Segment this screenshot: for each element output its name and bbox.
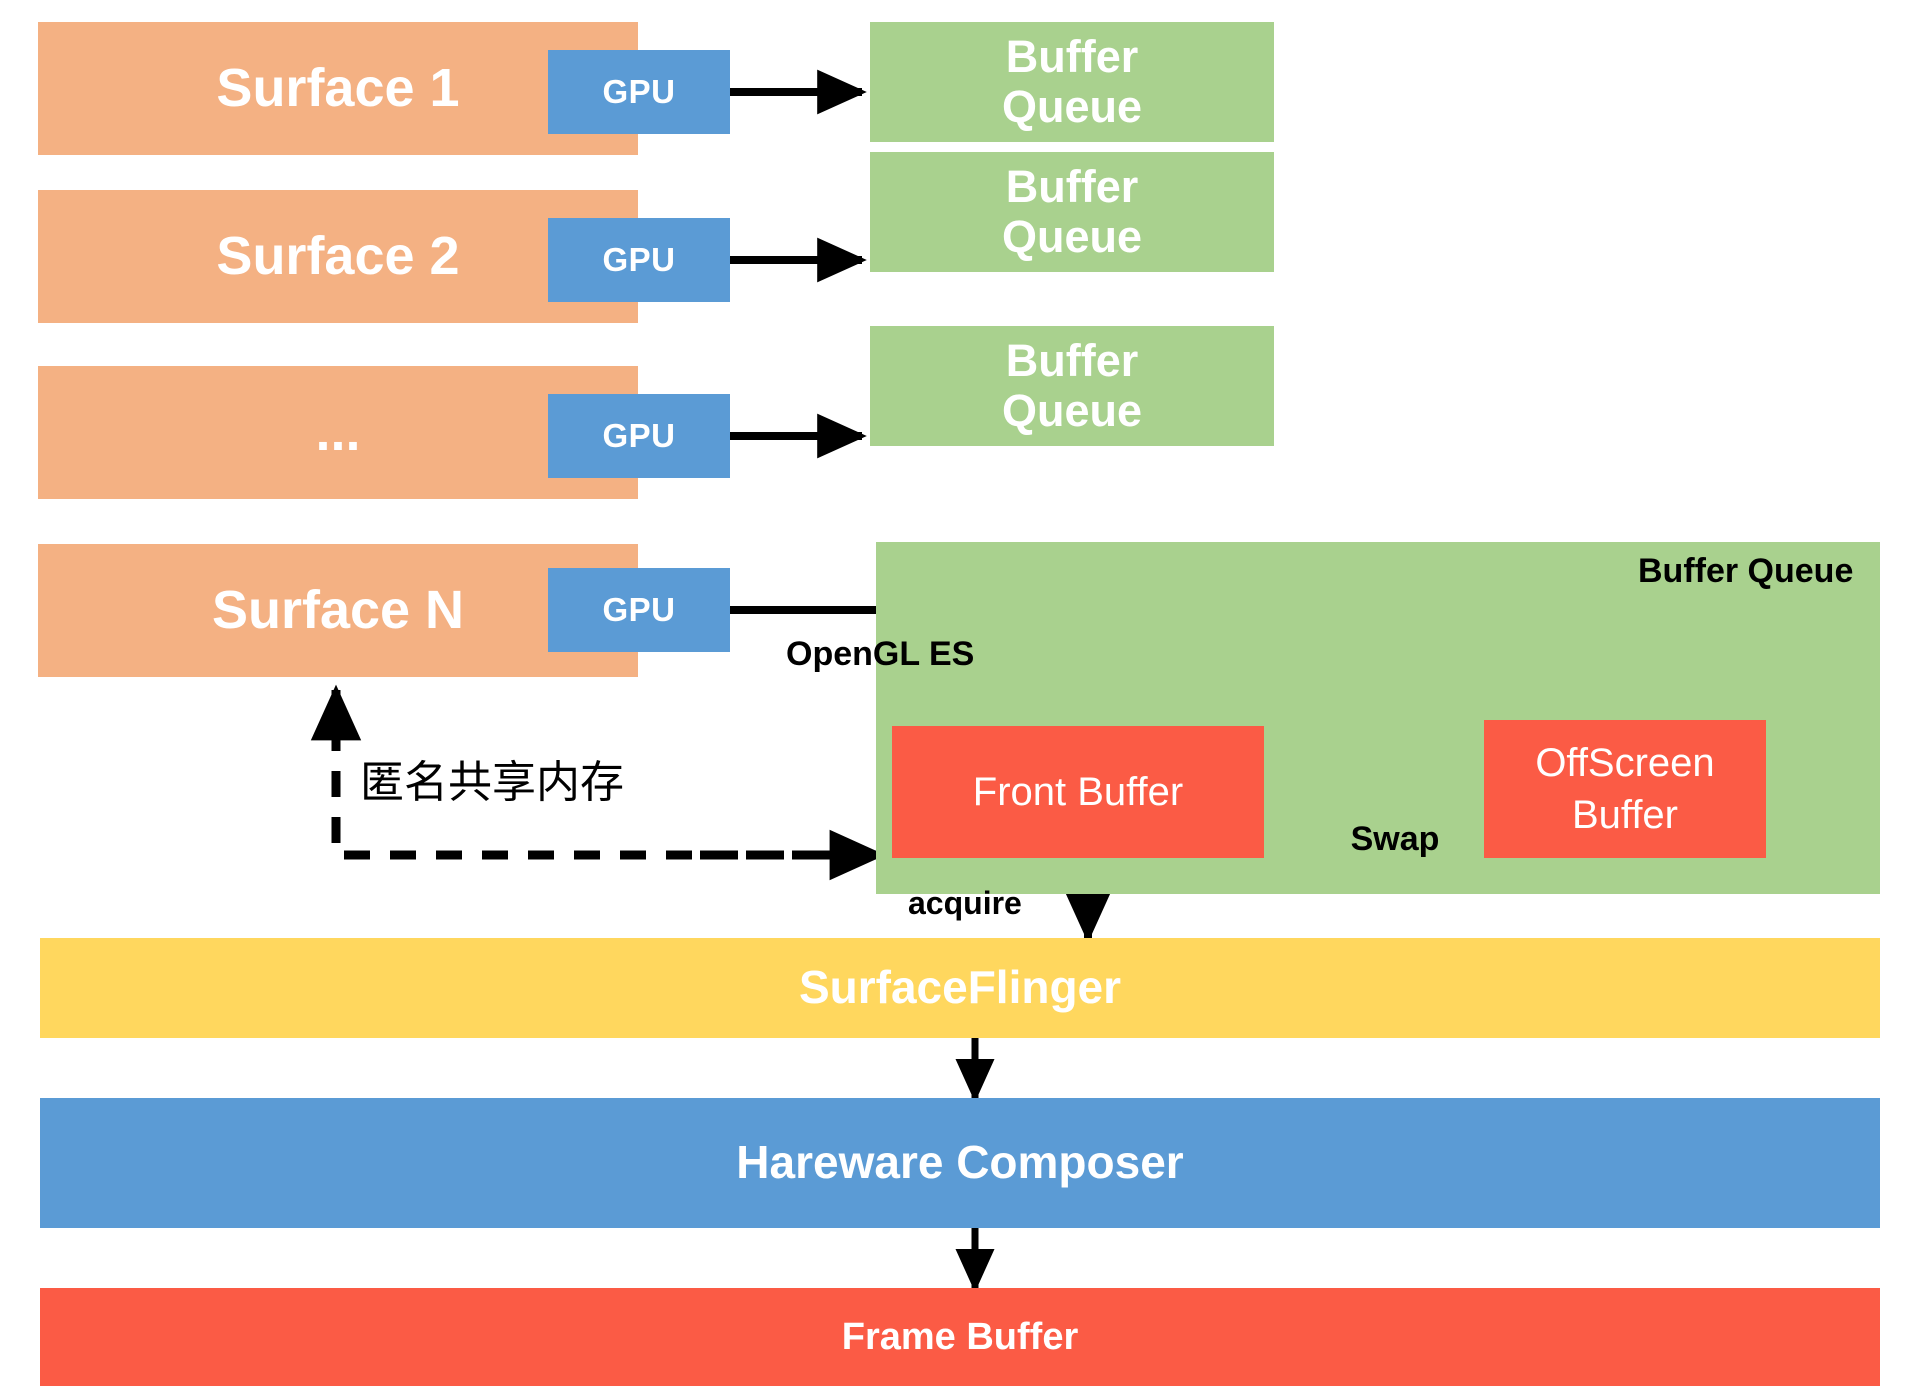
front-buffer-box[interactable]: Front Buffer [892,726,1264,858]
surface-label-n: Surface N [211,580,465,641]
buffer-queue-box-1[interactable]: Buffer Queue [870,22,1274,142]
hareware-composer-band[interactable]: Hareware Composer [40,1098,1880,1228]
front-buffer-label: Front Buffer [972,770,1184,814]
acquire-label: acquire [908,885,1022,921]
gpu-box-n[interactable]: GPU [548,568,730,652]
buffer-queue-panel-title: Buffer Queue [1638,552,1854,590]
surface-box-2[interactable]: Surface 2 [38,190,638,323]
gpu-box-3[interactable]: GPU [548,394,730,478]
offscreen-buffer-line2: Buffer [1572,793,1678,837]
buffer-queue-line1-3: Buffer [1005,334,1139,386]
opengl-es-label: OpenGL ES [786,635,975,673]
gpu-label-3: GPU [602,416,676,454]
buffer-queue-line1-2: Buffer [1005,160,1139,212]
gpu-label-2: GPU [602,240,676,278]
surface-box-3[interactable]: ... [38,366,638,499]
buffer-queue-box-2[interactable]: Buffer Queue [870,152,1274,272]
swap-buffer-line1: Swap [1350,820,1440,859]
gpu-label-1: GPU [602,72,676,110]
buffer-queue-line2-2: Queue [1001,211,1143,262]
gpu-box-2[interactable]: GPU [548,218,730,302]
surface-box-1[interactable]: Surface 1 [38,22,638,155]
surfaceflinger-label: SurfaceFlinger [798,961,1122,1014]
surfaceflinger-band[interactable]: SurfaceFlinger [40,938,1880,1038]
buffer-queue-line2-3: Queue [1001,385,1143,436]
frame-buffer-band[interactable]: Frame Buffer [40,1288,1880,1386]
shared-memory-label: 匿名共享内存 [360,757,624,808]
gpu-box-1[interactable]: GPU [548,50,730,134]
surface-box-n[interactable]: Surface N [38,544,638,677]
offscreen-buffer-box[interactable]: OffScreen Buffer [1484,720,1766,858]
offscreen-buffer-line1: OffScreen [1535,741,1715,785]
gpu-label-n: GPU [602,590,676,628]
hareware-composer-label: Hareware Composer [736,1136,1184,1189]
frame-buffer-label: Frame Buffer [841,1315,1079,1358]
surface-label-1: Surface 1 [216,58,460,119]
surface-label-2: Surface 2 [216,226,460,287]
buffer-queue-line1-1: Buffer [1005,30,1139,82]
buffer-queue-box-3[interactable]: Buffer Queue [870,326,1274,446]
surface-label-3: ... [315,402,361,463]
buffer-queue-line2-1: Queue [1001,81,1143,132]
